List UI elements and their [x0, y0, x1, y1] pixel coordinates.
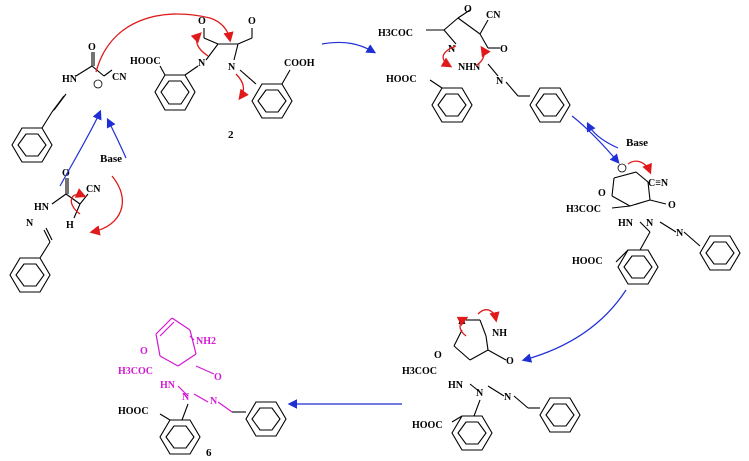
benzene-ring-inner-p: [251, 407, 281, 431]
cn-label-i2: C≡N: [648, 178, 669, 189]
benzene-ring-inner-pb: [165, 425, 195, 449]
benzene-ring-inner: [17, 133, 47, 157]
n-label-c2b: N: [228, 62, 236, 73]
benzene-ring-inner-i3: [545, 403, 575, 427]
n-label-pb: N: [210, 396, 218, 407]
arrow-electron-4: [89, 175, 123, 236]
benzene-ring-inner-i2b: [623, 255, 653, 279]
arrow-electron-8: [627, 160, 652, 175]
carbanion-charge: [93, 79, 103, 89]
n-label-p: N: [182, 392, 190, 403]
compound-2-label: 2: [228, 129, 234, 141]
hn-label-i2: HN: [618, 218, 634, 229]
benzene-ring-i2: [699, 235, 741, 271]
benzene-ring-inner: [160, 80, 190, 105]
arrow-step-3: [521, 289, 627, 363]
product-6: NH2 O H3COC HN O N N HOOC 6: [118, 317, 287, 459]
arrow-deprotonation: [59, 109, 102, 187]
n-label-i1c: N: [496, 76, 504, 87]
cn-label-2: CN: [86, 184, 101, 195]
benzene-ring-p: [245, 401, 287, 437]
o-label-c2a: O: [198, 16, 206, 27]
benzene-ring-inner-i1b: [437, 93, 467, 117]
n-label-i3: N: [476, 388, 484, 399]
hn-label-p: HN: [160, 380, 176, 391]
nh-label-i3: NH: [492, 328, 507, 339]
nhn-label: NHN: [458, 62, 481, 73]
o-label-i1: O: [464, 4, 472, 15]
nh2-label: NH2: [196, 336, 216, 347]
benzene-ring-i3b: [451, 415, 493, 451]
o-label-2: O: [62, 168, 70, 179]
o-label-pb: O: [214, 372, 222, 383]
n-label: N: [26, 218, 34, 229]
benzene-ring-pb: [159, 419, 201, 455]
arrow-electron-2: [190, 32, 209, 57]
n-label-i2: N: [646, 218, 654, 229]
cn-label: CN: [112, 72, 127, 83]
benzene-ring-i1: [529, 87, 571, 123]
arrow-electron-6: [440, 45, 457, 68]
benzene-ring-i2b: [617, 249, 659, 285]
cn-label-i1: CN: [486, 10, 501, 21]
hn-label: HN: [62, 74, 78, 85]
hn-label-i3: HN: [448, 380, 464, 391]
n-label-i2b: N: [676, 228, 684, 239]
hooc-label-p: HOOC: [118, 406, 149, 417]
arrow-base-2: [586, 121, 619, 149]
hooc-label: HOOC: [130, 56, 161, 67]
arrow-step-2: [571, 115, 620, 164]
hooc-label-i3: HOOC: [412, 420, 443, 431]
intermediate-3: H NH O O H3COC HN N N HOOC: [402, 316, 581, 451]
compound-6-label: 6: [206, 447, 212, 459]
h3coc-label: H3COC: [378, 28, 413, 39]
o-label-p: O: [140, 346, 148, 357]
arrow-electron-10: [456, 316, 469, 337]
benzene-ring-inner-i2: [705, 241, 735, 265]
molecule-anion: HN O CN: [11, 42, 127, 163]
h3coc-label-i3: H3COC: [402, 366, 437, 377]
arrow-electron-9: [477, 309, 500, 323]
intermediate-2: C≡N O O H3COC HN N N HOOC: [566, 163, 741, 285]
o-label-i2: O: [598, 188, 606, 199]
arrow-electron-5: [70, 188, 87, 215]
n-label-i3b: N: [504, 392, 512, 403]
intermediate-1: H3COC O CN N O NHN N HOOC: [378, 4, 571, 123]
o-label-i2b: O: [668, 200, 676, 211]
h3coc-label-i2: H3COC: [566, 204, 601, 215]
arrow-electron-7: [475, 45, 491, 67]
h-label: H: [66, 220, 74, 231]
n-label-c2: N: [198, 58, 206, 69]
compound-2: HOOC N O O N COOH 2: [130, 16, 315, 141]
n-label-i1: N: [448, 44, 456, 55]
arrow-electron-3: [235, 73, 249, 101]
o-label-i3: O: [434, 350, 442, 361]
base-label-right: Base: [626, 137, 648, 149]
arrow-base-attack: [106, 117, 127, 159]
benzene-ring-inner-i1: [535, 93, 565, 117]
benzene-ring-inner-2: [257, 89, 287, 113]
benzene-ring-i3: [539, 397, 581, 433]
o-label: O: [88, 42, 96, 53]
o-label-i1b: O: [500, 44, 508, 55]
base-label-left: Base: [100, 153, 122, 165]
o-label-c2b: O: [248, 16, 256, 27]
hn-label-2: HN: [34, 202, 50, 213]
cooh-label: COOH: [284, 58, 315, 69]
h3coc-label-p: H3COC: [118, 366, 153, 377]
benzene-ring-inner: [15, 263, 45, 287]
arrow-electron-1: [95, 13, 234, 73]
benzene-ring-inner-i3b: [457, 421, 487, 445]
carbanion-charge-i2: [617, 163, 627, 173]
arrow-step-1: [321, 41, 377, 54]
hooc-label-i2: HOOC: [572, 256, 603, 267]
benzene-ring-i1b: [431, 87, 473, 123]
hooc-label-i1: HOOC: [386, 74, 417, 85]
o-label-i3b: O: [506, 356, 514, 367]
molecule-hydrazide: N HN O CN H: [9, 168, 101, 293]
